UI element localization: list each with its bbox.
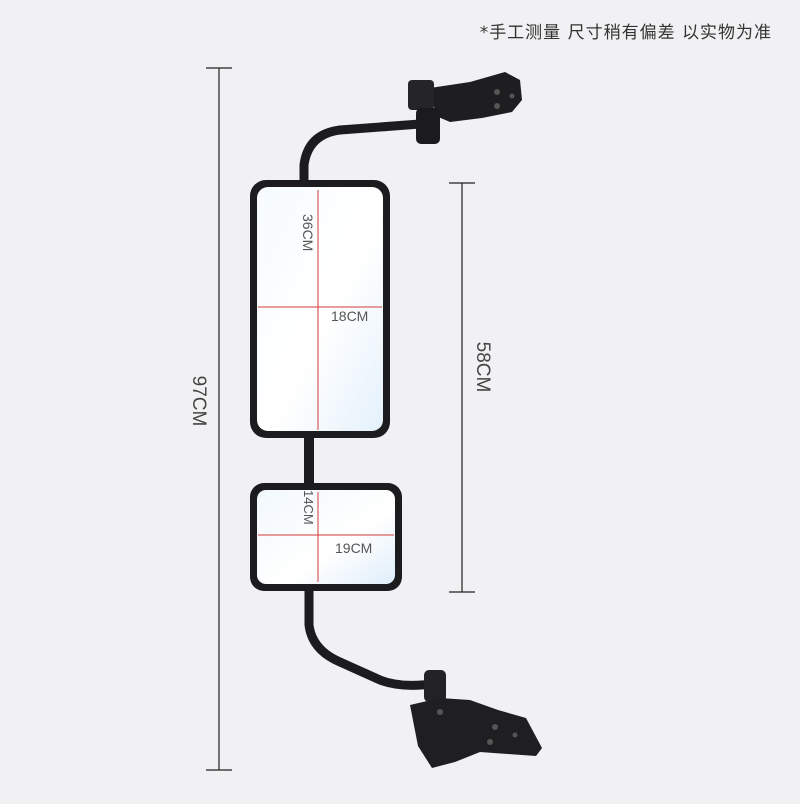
upper-height-label: 36CM <box>300 214 316 252</box>
upper-width-label: 18CM <box>331 308 369 324</box>
measurement-disclaimer: *手工测量 尺寸稍有偏差 以实物为准 <box>479 23 772 43</box>
mirror-span-dimension-line <box>449 182 475 593</box>
total-height-dimension-line <box>206 67 232 771</box>
mirror-connecting-rod <box>304 436 314 486</box>
top-mount-bracket <box>408 72 522 144</box>
upper-mirror <box>250 180 390 438</box>
lower-height-label: 14CM <box>301 490 316 525</box>
bottom-mount-bracket <box>410 670 542 768</box>
bottom-support-arm <box>304 585 437 690</box>
lower-mirror <box>250 483 402 591</box>
total-height-label: 97CM <box>187 371 209 431</box>
lower-width-label: 19CM <box>335 540 373 556</box>
top-support-arm <box>299 119 425 187</box>
mirror-span-label: 58CM <box>471 337 493 397</box>
